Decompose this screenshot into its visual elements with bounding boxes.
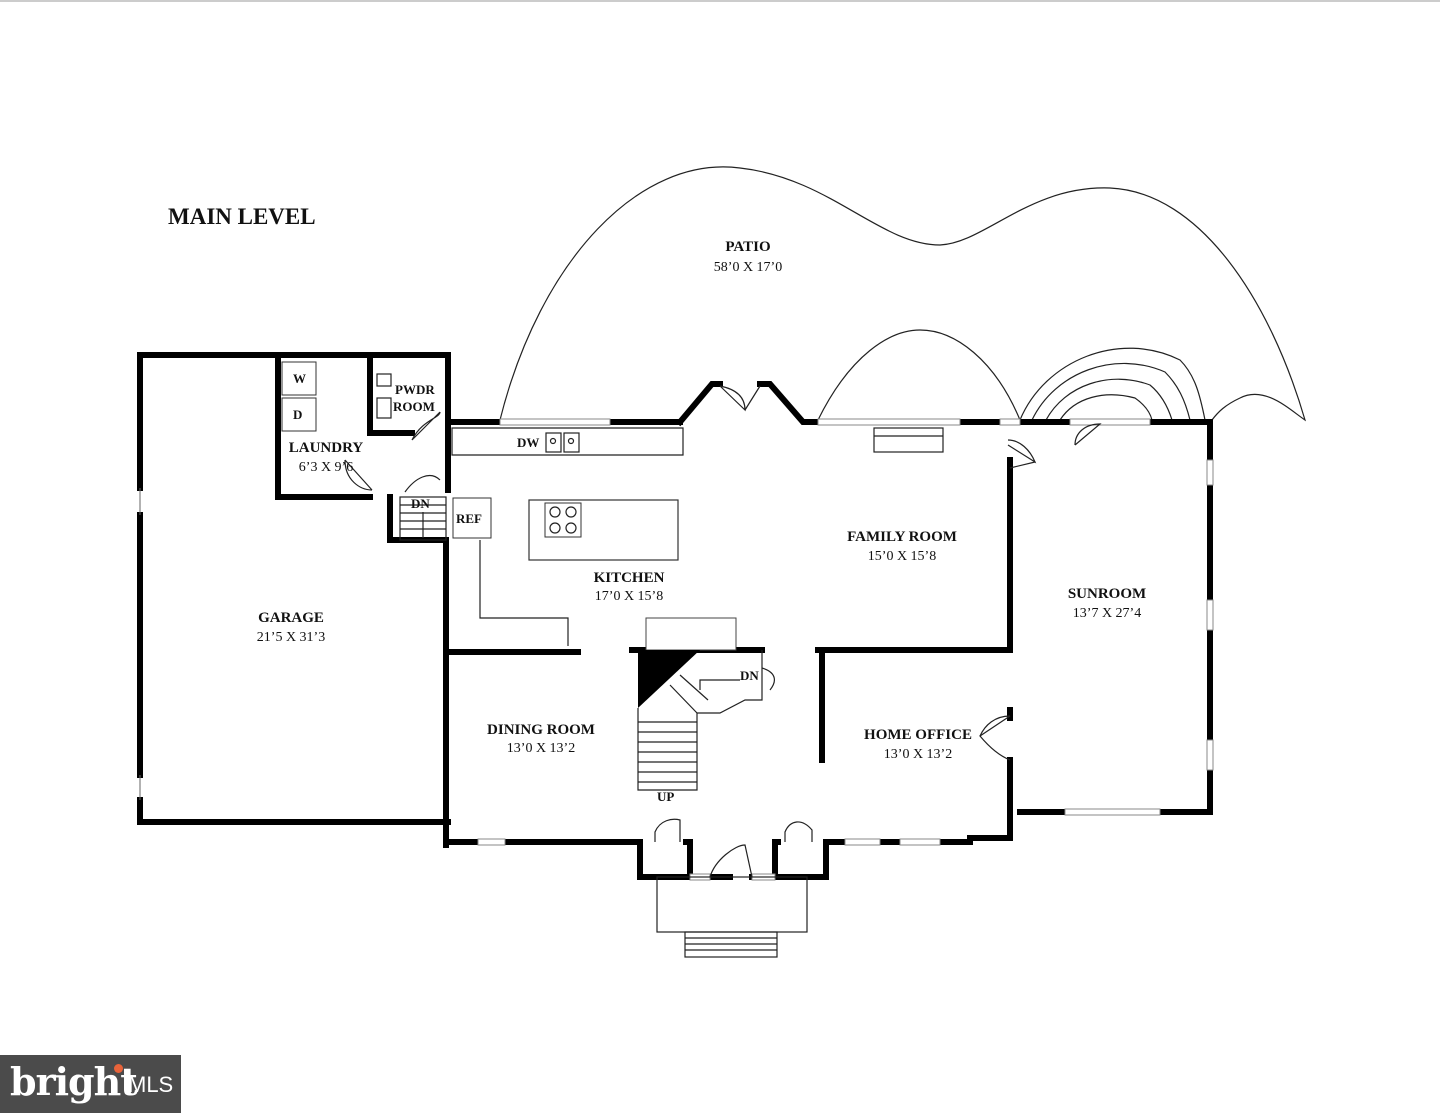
front-porch [656,876,808,958]
laundry-stairs [399,496,447,541]
main-stairs-dn-label: DN [740,668,759,683]
main-stairs [637,617,776,791]
svg-text:LAUNDRY: LAUNDRY [289,440,364,456]
svg-text:13’0 X 13’2: 13’0 X 13’2 [507,741,575,756]
powder-room-label-2: ROOM [393,399,435,414]
svg-text:GARAGE: GARAGE [258,610,324,626]
door-swings [654,385,1102,878]
sink-icon [545,432,580,453]
svg-text:DINING ROOM: DINING ROOM [487,722,595,738]
svg-text:6’3 X 9’6: 6’3 X 9’6 [299,460,353,475]
room-laundry: LAUNDRY 6’3 X 9’6 [289,440,364,475]
svg-text:13’7 X 27’4: 13’7 X 27’4 [1073,606,1141,621]
svg-text:17’0 X 15’8: 17’0 X 15’8 [595,589,663,604]
house-walls [445,381,1213,880]
svg-text:PATIO: PATIO [725,239,770,255]
fireplace [873,427,944,453]
garage-walls [137,352,451,848]
plan-title: MAIN LEVEL [168,204,316,229]
kitchen-island [528,499,679,561]
svg-text:D: D [293,407,302,422]
refrigerator: REF [452,497,492,539]
svg-text:KITCHEN: KITCHEN [594,570,665,586]
svg-text:REF: REF [456,511,482,526]
powder-room-label-1: PWDR [395,382,435,397]
patio-inner-arch [817,329,1021,421]
svg-text:HOME OFFICE: HOME OFFICE [864,727,972,743]
logo-suffix: MLS [128,1072,174,1097]
logo-dot-icon [114,1064,123,1073]
toilet-icon [376,373,392,419]
svg-text:21’5 X 31’3: 21’5 X 31’3 [257,630,325,645]
kitchen-counter [451,427,684,646]
svg-text:FAMILY ROOM: FAMILY ROOM [847,529,957,545]
room-family-room: FAMILY ROOM 15’0 X 15’8 [847,529,957,564]
room-sunroom: SUNROOM 13’7 X 27’4 [1068,586,1146,621]
room-kitchen: KITCHEN 17’0 X 15’8 [594,570,665,604]
door-swings-laundry [344,411,441,493]
svg-text:13’0 X 13’2: 13’0 X 13’2 [884,747,952,762]
svg-text:SUNROOM: SUNROOM [1068,586,1146,602]
patio-outline [499,166,1307,422]
svg-text:58’0 X 17’0: 58’0 X 17’0 [714,260,782,275]
main-stairs-up-label: UP [657,789,674,804]
dryer: D [281,397,317,432]
room-patio: PATIO 58’0 X 17’0 [714,239,782,275]
sunroom-steps [1019,347,1206,421]
svg-text:W: W [293,371,306,386]
svg-text:15’0 X 15’8: 15’0 X 15’8 [868,549,936,564]
room-home-office: HOME OFFICE 13’0 X 13’2 [864,727,972,762]
dishwasher-label: DW [517,435,539,450]
laundry-stairs-dn-label: DN [411,496,430,511]
bright-mls-logo: bright MLS [0,1055,181,1113]
room-dining-room: DINING ROOM 13’0 X 13’2 [487,722,595,756]
washer: W [281,361,317,396]
room-garage: GARAGE 21’5 X 31’3 [257,610,325,645]
